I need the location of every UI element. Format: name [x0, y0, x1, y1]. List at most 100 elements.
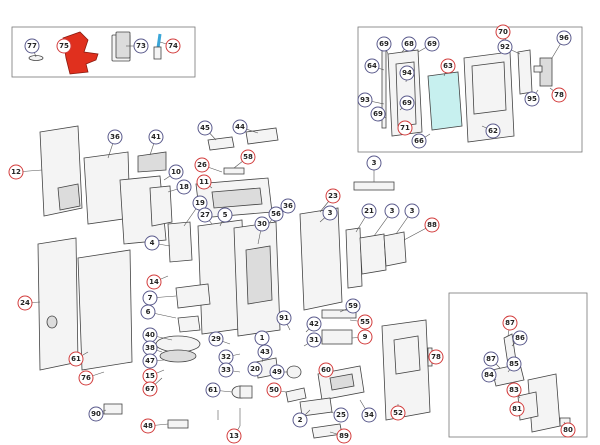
callout-bubble: [176, 179, 192, 195]
callout-label: 64: [367, 62, 377, 70]
callout-label: 69: [379, 40, 389, 48]
callout-bubble: [280, 198, 296, 214]
callout-bubble: [254, 216, 270, 232]
callout-label: 13: [229, 432, 239, 440]
callout-bubble: [399, 95, 415, 111]
callout-bubble: [142, 381, 158, 397]
callout-36: 36: [107, 129, 123, 159]
callout-label: 18: [179, 183, 189, 191]
callout-label: 19: [195, 199, 205, 207]
callout-bubble: [197, 120, 213, 136]
callout-bubble: [502, 315, 518, 331]
callout-label: 88: [427, 221, 437, 229]
callout-25: 25: [329, 407, 349, 423]
callout-label: 94: [402, 69, 412, 77]
callout-bubble: [556, 30, 572, 46]
callout-bubble: [218, 362, 234, 378]
callout-20: 20: [247, 361, 263, 377]
callout-label: 75: [59, 42, 69, 50]
callout-41: 41: [148, 129, 164, 156]
callout-label: 4: [150, 239, 155, 247]
callout-75: 75: [56, 38, 72, 54]
callout-69: 69: [417, 36, 440, 53]
handle-detail-box: [448, 292, 588, 438]
callout-label: 78: [554, 91, 564, 99]
callout-5: 5: [217, 207, 233, 227]
callout-label: 26: [197, 161, 207, 169]
callout-bubble: [512, 330, 528, 346]
callout-74: 74: [159, 38, 181, 54]
callout-bubble: [140, 304, 156, 320]
callout-bubble: [481, 367, 497, 383]
callout-bubble: [78, 370, 94, 386]
callout-bubble: [401, 36, 417, 52]
callout-bubble: [197, 207, 213, 223]
callout-80: 80: [560, 421, 576, 438]
callout-label: 52: [393, 409, 403, 417]
callout-label: 24: [20, 299, 30, 307]
callout-85: 85: [506, 356, 522, 373]
callout-label: 73: [136, 42, 146, 50]
callout-bubble: [292, 412, 308, 428]
callout-label: 63: [443, 62, 453, 70]
callout-label: 74: [168, 42, 178, 50]
callout-bubble: [345, 298, 361, 314]
callout-30: 30: [254, 216, 270, 245]
handle-detail-parts: [491, 333, 571, 433]
callout-bubble: [144, 235, 160, 251]
callout-bubble: [276, 310, 292, 326]
callout-label: 69: [402, 99, 412, 107]
callout-96: 96: [551, 30, 572, 59]
callout-89: 89: [329, 428, 352, 444]
callout-49: 49: [269, 364, 288, 380]
callout-bubble: [306, 332, 322, 348]
callout-61: 61: [68, 351, 89, 367]
stove-parts: [37, 125, 433, 439]
callout-label: 90: [91, 410, 101, 418]
callout-bubble: [497, 39, 513, 55]
callout-label: 69: [373, 110, 383, 118]
callout-bubble: [217, 207, 233, 223]
callout-label: 5: [223, 211, 228, 219]
callout-3: 3: [319, 205, 338, 223]
callout-label: 96: [559, 34, 569, 42]
callout-label: 62: [488, 127, 498, 135]
callout-bubble: [364, 58, 380, 74]
callout-31: 31: [303, 332, 322, 348]
callout-label: 83: [509, 386, 519, 394]
callout-label: 9: [363, 333, 368, 341]
callout-bubble: [88, 406, 104, 422]
callout-label: 48: [143, 422, 153, 430]
callout-label: 55: [360, 318, 370, 326]
callout-label: 70: [498, 28, 508, 36]
callout-47: 47: [142, 353, 165, 369]
callout-4: 4: [144, 235, 171, 251]
callout-43: 43: [257, 344, 273, 363]
callout-bubble: [483, 351, 499, 367]
callout-bubble: [56, 38, 72, 54]
callout-label: 89: [339, 432, 349, 440]
callout-87: 87: [483, 351, 501, 369]
callout-bubble: [133, 38, 149, 54]
callout-14: 14: [146, 274, 169, 290]
callout-11: 11: [196, 174, 213, 190]
callout-bubble: [268, 206, 284, 222]
callout-34: 34: [359, 399, 377, 423]
callout-bubble: [411, 133, 427, 149]
callout-label: 86: [515, 334, 525, 342]
callout-bubble: [194, 157, 210, 173]
callout-81: 81: [509, 401, 525, 417]
callout-label: 1: [260, 334, 265, 342]
callout-33: 33: [218, 362, 241, 378]
callout-61: 61: [205, 382, 233, 398]
callout-bubble: [146, 274, 162, 290]
callout-69: 69: [376, 36, 392, 55]
door-glass: [427, 71, 463, 131]
callout-77: 77: [24, 38, 40, 58]
callout-bubble: [551, 87, 567, 103]
glove: [62, 31, 99, 75]
callout-label: 27: [200, 211, 210, 219]
callout-label: 3: [390, 207, 395, 215]
callout-88: 88: [403, 217, 440, 241]
